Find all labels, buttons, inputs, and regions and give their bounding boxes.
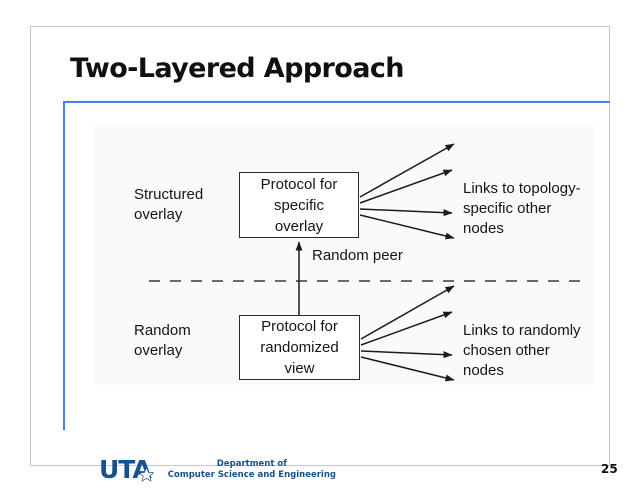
label-links-to-topology-specific-nodes: Links to topology- specific other nodes — [463, 180, 581, 237]
arrow-group-random-links — [360, 285, 455, 382]
label-random-overlay: Random overlay — [134, 322, 191, 359]
department-label: Department of Computer Science and Engin… — [167, 459, 336, 480]
star-icon — [138, 467, 154, 482]
accent-rule-top — [63, 101, 610, 103]
diagram-vector-layer — [149, 143, 587, 382]
label-structured-overlay: Structured overlay — [134, 186, 204, 223]
page-number: 25 — [601, 462, 618, 476]
uta-logo: UTA Department of Computer Science and E… — [99, 457, 336, 483]
protocol-box-specific-overlay: Protocol for specific overlay — [239, 172, 359, 238]
uta-wordmark: UTA — [99, 457, 154, 483]
accent-rule-left — [63, 101, 65, 430]
slide-canvas: Two-Layered Approach — [30, 26, 618, 483]
label-links-to-randomly-chosen-nodes: Links to randomly chosen other nodes — [463, 322, 581, 379]
page-title: Two-Layered Approach — [70, 53, 404, 84]
arrow-group-topology-links — [359, 143, 455, 240]
label-random-peer: Random peer — [312, 247, 403, 264]
two-layered-diagram: Protocol for specific overlay Protocol f… — [94, 125, 594, 385]
protocol-box-randomized-view: Protocol for randomized view — [239, 315, 360, 380]
